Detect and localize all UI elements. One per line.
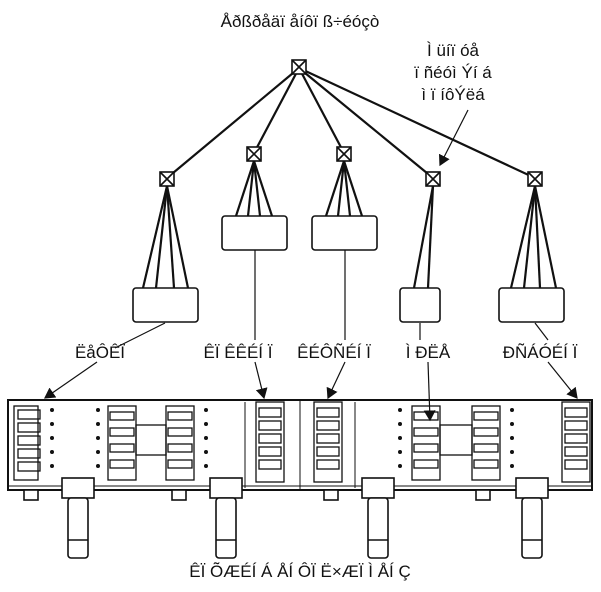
circuit-board [7, 399, 593, 491]
label-blue: Ì ÐËÅ [405, 343, 451, 362]
module-group-left [107, 405, 195, 481]
knob-1 [61, 477, 95, 559]
terminal-box-2 [221, 215, 288, 251]
hub-5 [527, 171, 543, 187]
terminal-boxes [132, 215, 565, 323]
connector-2 [255, 401, 285, 483]
hub-3 [336, 146, 352, 162]
label-gray: ËåÔÊÏ [74, 343, 126, 362]
rotary-knobs [23, 477, 549, 559]
connector-right [561, 401, 591, 483]
tree-connections [141, 67, 558, 289]
terminal-box-4 [399, 287, 441, 323]
callout-label: Ì üíï óå ï ñéóì Ýí á ì ï íôÝëá [414, 40, 492, 106]
terminal-box-1 [132, 287, 199, 323]
knob-4 [515, 477, 549, 559]
hub-1 [159, 171, 175, 187]
connector-3 [313, 401, 343, 483]
module-group-right [411, 405, 501, 481]
connector-left [13, 405, 41, 481]
hub-2 [246, 146, 262, 162]
callout-line-1: Ì üíï óå [427, 41, 479, 60]
diagram-caption: ÊÏ ÕÆÉÍ Á ÅÍ ÔÏ Ë×ÆÏ Ì ÅÍ Ç [189, 562, 411, 581]
label-red: ÊÏ ÊÊÉÍ Ï [203, 343, 273, 362]
label-yellow: ÊÉÔÑÉÍ Ï [297, 343, 371, 362]
label-green: ÐÑÁÓÉÍ Ï [502, 343, 578, 362]
hub-4 [425, 171, 441, 187]
knob-2 [209, 477, 243, 559]
terminal-box-5 [498, 287, 565, 323]
board-pins [50, 408, 514, 468]
knob-3 [361, 477, 395, 559]
root-hub [291, 59, 307, 75]
terminal-box-3 [311, 215, 378, 251]
callout-line-3: ì ï íôÝëá [421, 85, 485, 104]
hub-nodes [159, 59, 543, 187]
leader-lines [44, 109, 578, 422]
callout-line-2: ï ñéóì Ýí á [414, 63, 492, 82]
diagram-title: Åðßðåäï åíôï ß÷éóçò [220, 12, 380, 31]
